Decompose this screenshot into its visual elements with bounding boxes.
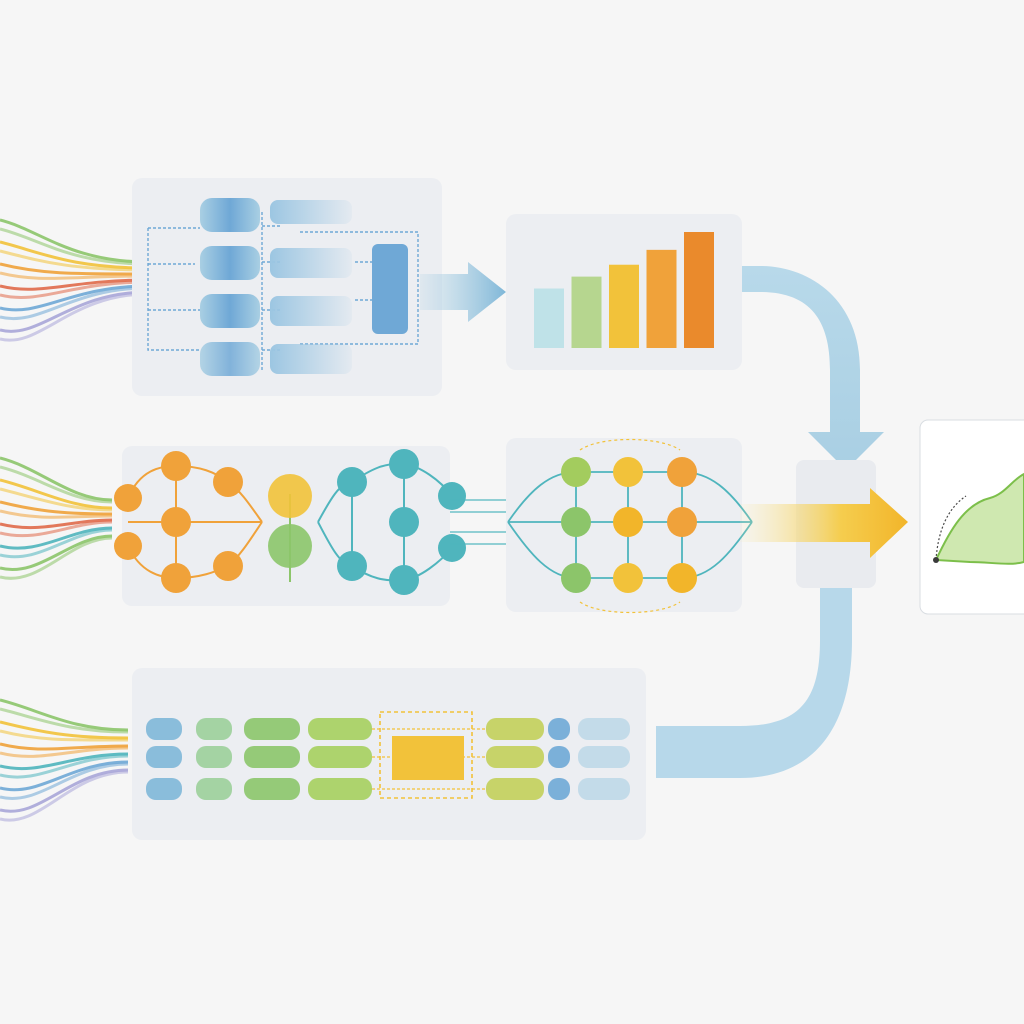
sequence-token (308, 718, 372, 740)
arrow-encoder-to-chart (420, 262, 506, 322)
sequence-token (578, 746, 630, 768)
bar-chart (534, 232, 714, 348)
nodes-left (114, 451, 243, 593)
stream-bottom (0, 698, 129, 822)
area-chart-icon (933, 472, 1024, 565)
sequence-panel (132, 668, 646, 840)
encoder-blocks (200, 198, 408, 376)
sequence-token (548, 778, 570, 800)
sequence-token (486, 778, 544, 800)
grid-panel (506, 438, 753, 614)
stream-middle (0, 456, 113, 580)
attention-block (392, 736, 464, 780)
nodes-center (268, 474, 312, 582)
bar-4 (646, 249, 677, 348)
link-lines (450, 499, 520, 545)
sequence-token (146, 778, 182, 800)
bar-3 (609, 264, 639, 348)
sequence-token (196, 778, 232, 800)
sequence-token (146, 718, 182, 740)
grid-nodes (561, 457, 697, 593)
sequence-token (196, 746, 232, 768)
sequence-token (548, 718, 570, 740)
sequence-token (578, 778, 630, 800)
sequence-token (308, 746, 372, 768)
sequence-token (486, 718, 544, 740)
bar-chart-panel (506, 214, 742, 370)
arrow-to-output (740, 488, 908, 558)
bar-2 (571, 276, 602, 348)
sequence-token (578, 718, 630, 740)
sequence-rows (146, 718, 630, 800)
sequence-token (486, 746, 544, 768)
sequence-token (244, 746, 300, 768)
sequence-token (308, 778, 372, 800)
sequence-token (196, 718, 232, 740)
connector-bottom-to-merge (656, 588, 852, 778)
input-streams (0, 218, 149, 822)
sequence-token (244, 778, 300, 800)
encoder-panel (132, 178, 442, 396)
sequence-token (244, 718, 300, 740)
sequence-token (548, 746, 570, 768)
connector-chart-to-merge (742, 266, 884, 470)
sequence-token (146, 746, 182, 768)
bar-1 (534, 288, 564, 348)
stream-top (0, 218, 149, 342)
output-panel (919, 419, 1024, 615)
bar-5 (684, 232, 714, 348)
nodes-right (337, 449, 466, 595)
neural-panel (114, 446, 466, 606)
